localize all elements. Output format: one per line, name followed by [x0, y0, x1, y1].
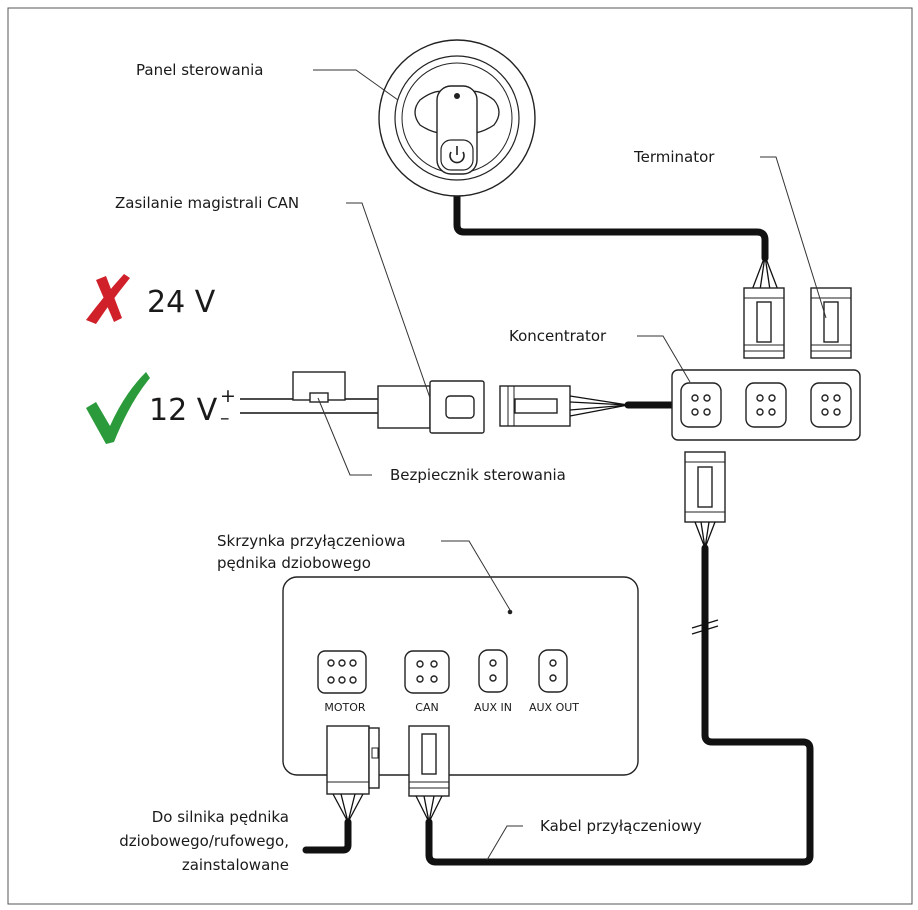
label-terminator: Terminator	[633, 148, 715, 166]
leader-terminator	[760, 156, 827, 319]
voltage-plus: +	[220, 385, 236, 407]
can-plug	[408, 725, 450, 823]
cable-break-mark	[691, 619, 719, 635]
cross-icon	[86, 274, 130, 324]
motor-port	[317, 650, 367, 694]
can-power-connector	[377, 380, 485, 434]
leader-cable	[486, 825, 523, 861]
panel-connector	[743, 255, 785, 359]
label-junction-box-1: Skrzynka przyłączeniowa	[217, 532, 406, 550]
power-icon	[449, 146, 465, 164]
port-label-can: CAN	[415, 701, 438, 714]
check-icon	[86, 372, 150, 444]
diagram-frame	[7, 7, 913, 905]
label-panel: Panel sterowania	[136, 61, 264, 79]
aux-in-port	[478, 649, 508, 693]
connection-cable	[425, 544, 814, 866]
label-fuse: Bezpiecznik sterowania	[390, 466, 566, 484]
voltage-wrong: 24 V	[147, 285, 216, 320]
voltage-minus: –	[220, 407, 230, 429]
terminator	[810, 287, 852, 359]
leader-junction-box-dot	[507, 609, 513, 615]
label-hub: Koncentrator	[509, 327, 607, 345]
label-can-power: Zasilanie magistrali CAN	[115, 194, 299, 212]
leader-hub	[637, 335, 691, 383]
panel-cable	[453, 191, 769, 262]
port-label-aux-in: AUX IN	[474, 701, 512, 714]
power-wires	[240, 371, 378, 414]
hub-downlink-connector	[684, 451, 726, 549]
label-cable: Kabel przyłączeniowy	[540, 817, 702, 835]
leader-junction-box	[441, 540, 511, 611]
leader-panel	[313, 69, 399, 101]
leader-can-power	[346, 202, 431, 399]
leader-fuse	[317, 397, 372, 476]
label-junction-box-2: pędnika dziobowego	[217, 554, 371, 572]
label-motor-dest-3: zainstalowane	[182, 856, 289, 874]
port-label-motor: MOTOR	[324, 701, 366, 714]
port-label-aux-out: AUX OUT	[529, 701, 579, 714]
motor-plug	[326, 725, 380, 823]
label-motor-dest-1: Do silnika pędnika	[152, 808, 289, 826]
junction-box: MOTOR CAN AUX IN AUX OUT	[282, 576, 639, 776]
hub	[671, 369, 861, 441]
motor-cable	[302, 818, 352, 854]
can-port	[404, 650, 450, 694]
voltage-right: 12 V	[149, 393, 218, 428]
aux-out-port	[538, 649, 568, 693]
control-panel	[378, 39, 536, 197]
hub-cable-connector	[499, 385, 629, 427]
label-motor-dest-2: dziobowego/rufowego,	[119, 832, 289, 850]
